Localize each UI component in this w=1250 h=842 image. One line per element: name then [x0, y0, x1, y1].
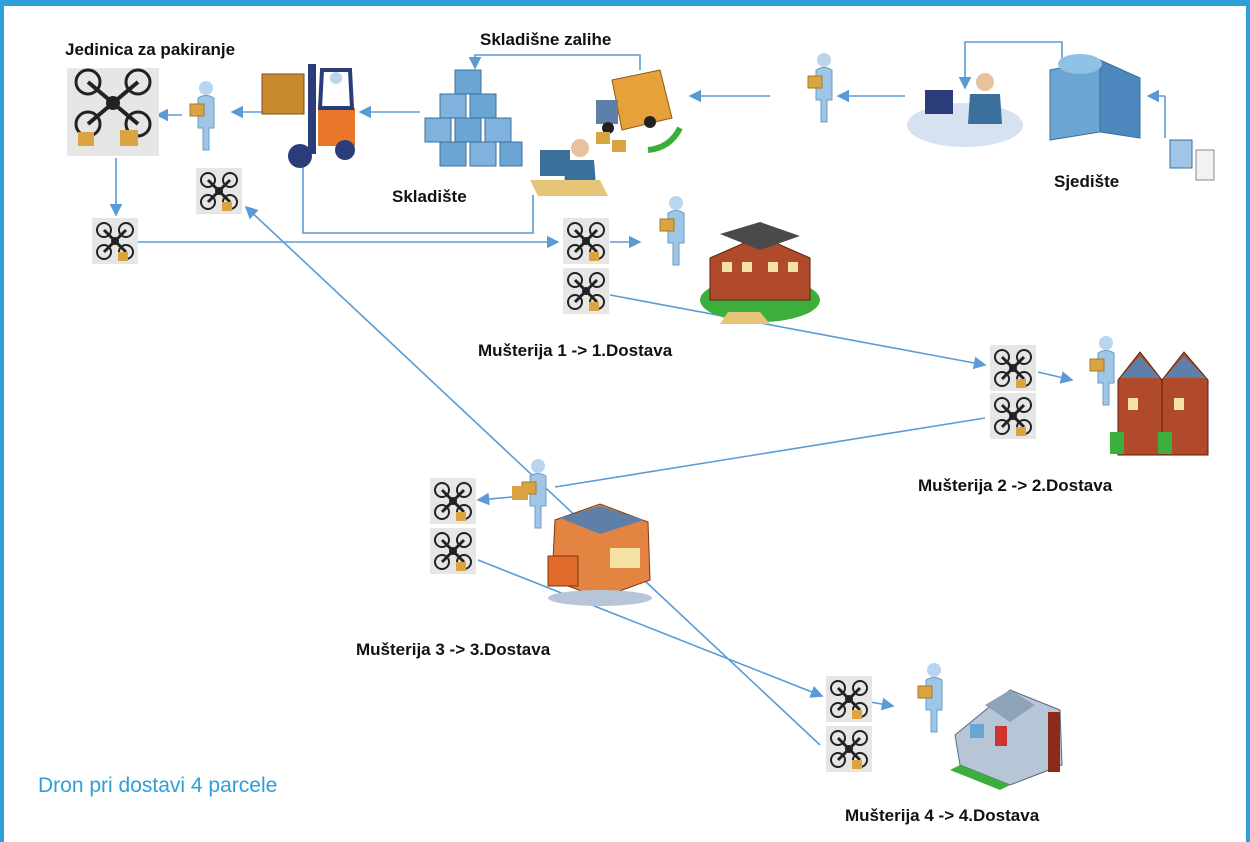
truck-icon [596, 69, 683, 153]
drone-icon [428, 526, 478, 576]
label-stock: Skladišne zalihe [480, 30, 612, 49]
school-building-icon [700, 222, 820, 324]
worker-icon [1089, 335, 1115, 406]
operator-icon [530, 139, 608, 196]
worker-icon [917, 662, 943, 733]
label-customer-1: Mušterija 1 -> 1.Dostava [478, 341, 673, 360]
drone-icon [561, 216, 611, 266]
drone-icon [428, 476, 478, 526]
connection-lines [109, 41, 1166, 746]
office-building-icon [1049, 54, 1141, 141]
drone-icon [194, 166, 244, 216]
worker-icon [807, 52, 833, 123]
worker-icon [189, 80, 215, 151]
label-headquarters: Sjedište [1054, 172, 1120, 191]
drone-icon [824, 724, 874, 774]
school-building-icon [547, 503, 652, 606]
frame-top-border [0, 0, 1250, 6]
forklift-icon [261, 64, 355, 168]
drone-icon [561, 266, 611, 316]
drone-icon [988, 391, 1038, 441]
boxes-icon [424, 69, 523, 167]
operator-icon [907, 73, 1023, 147]
server-icon [1169, 139, 1215, 181]
label-customer-4: Mušterija 4 -> 4.Dostava [845, 806, 1040, 825]
drone-icon [988, 343, 1038, 393]
label-packing-unit: Jedinica za pakiranje [65, 40, 236, 59]
house-icon [950, 689, 1063, 790]
label-warehouse: Skladište [392, 187, 467, 206]
frame-left-border [0, 0, 4, 842]
label-customer-2: Mušterija 2 -> 2.Dostava [918, 476, 1113, 495]
drone-icon [824, 674, 874, 724]
diagram-caption: Dron pri dostavi 4 parcele [38, 774, 278, 797]
label-customer-3: Mušterija 3 -> 3.Dostava [356, 640, 551, 659]
drone-icon [90, 216, 140, 266]
frame-right-border [1246, 0, 1250, 842]
box-icon [512, 486, 528, 500]
houses-icon [1110, 351, 1209, 456]
worker-icon [659, 195, 685, 266]
drone-icon [67, 68, 159, 156]
